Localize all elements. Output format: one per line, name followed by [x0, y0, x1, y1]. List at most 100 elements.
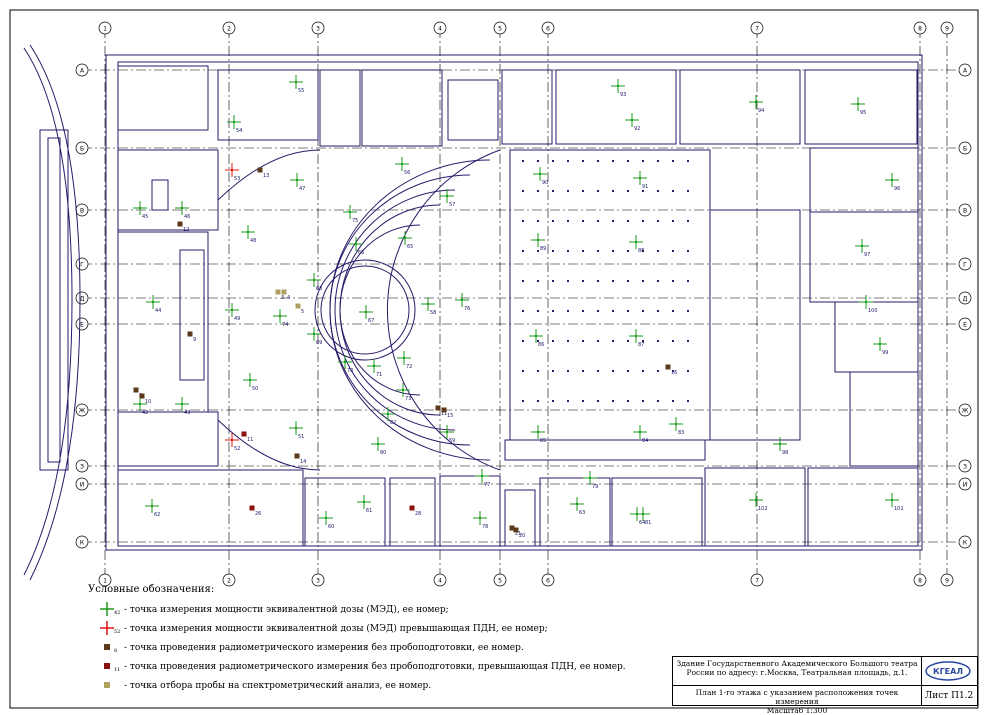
point-number: 96 [894, 186, 900, 192]
stage-dot [672, 340, 674, 342]
legend-item-text: - точка отбора пробы на спектрометрическ… [124, 681, 432, 691]
med-point: 87 [629, 329, 644, 348]
med-point: 92 [625, 113, 640, 132]
svg-text:З: З [963, 464, 967, 471]
legend-item-text: - точка измерения мощности эквивалентной… [124, 605, 449, 615]
axis-bubble-bottom: 8 [913, 573, 927, 587]
svg-text:А: А [80, 68, 85, 75]
axis-bubble-left: Г [75, 257, 89, 271]
stage-dot [567, 220, 569, 222]
stage-column-marks [522, 160, 689, 402]
sheet-frame [9, 9, 979, 709]
med-point: 46 [175, 201, 190, 220]
point-number: 79 [592, 484, 598, 490]
stage-dot [552, 190, 554, 192]
point-number: 92 [634, 126, 640, 132]
legend: Условные обозначения: 42 - точка измерен… [88, 584, 648, 696]
stage-dot [537, 190, 539, 192]
stage-dot [642, 310, 644, 312]
stage-dot [642, 280, 644, 282]
med-point: 51 [289, 421, 304, 440]
svg-text:Д: Д [963, 296, 968, 303]
stage-dot [597, 190, 599, 192]
axis-bubble-top: 5 [493, 21, 507, 35]
svg-text:9: 9 [945, 26, 949, 33]
legend-sample-number: 52 [114, 629, 121, 635]
stage-dot [687, 280, 689, 282]
svg-text:5: 5 [498, 578, 502, 585]
med-point: 67 [359, 305, 374, 324]
radiometric-point: 16 [665, 364, 677, 376]
axis-bubble-top: 6 [541, 21, 555, 35]
point-number: 75 [352, 218, 358, 224]
stage-dot [597, 370, 599, 372]
med-point: 45 [133, 201, 148, 220]
stage-dot [522, 400, 524, 402]
sample-square-icon [104, 682, 110, 688]
svg-text:К: К [963, 540, 968, 547]
axis-bubble-right: И [958, 477, 972, 491]
svg-text:2: 2 [227, 578, 231, 585]
axis-bubble-left: З [75, 459, 89, 473]
stage-dot [537, 280, 539, 282]
stage-dot [657, 310, 659, 312]
stage-dot [522, 310, 524, 312]
svg-text:Б: Б [80, 146, 84, 153]
stage-dot [567, 250, 569, 252]
med-point: 77 [475, 469, 490, 488]
legend-sample-number: 8 [114, 648, 118, 654]
radiometric-over-point: 26 [249, 505, 261, 517]
stage-dot [642, 190, 644, 192]
stage-dot [627, 190, 629, 192]
stage-dot [522, 280, 524, 282]
point-number: 5 [301, 309, 304, 315]
drawing-title: План 1-го этажа с указанием расположения… [695, 688, 899, 706]
point-number: 101 [894, 506, 904, 512]
radiometric-point: 9 [187, 331, 196, 343]
legend-item-radiometric-over: 11 - точка проведения радиометрического … [88, 658, 648, 677]
med-point: 49 [225, 303, 240, 322]
axis-bubble-right: Г [958, 257, 972, 271]
stage-dot [657, 250, 659, 252]
stage-dot [642, 340, 644, 342]
med-point: 84 [633, 425, 648, 444]
svg-text:9: 9 [945, 578, 949, 585]
axis-bubble-bottom: 5 [493, 573, 507, 587]
svg-text:5: 5 [498, 26, 502, 33]
med-point: 60 [319, 511, 334, 530]
svg-text:8: 8 [918, 578, 922, 585]
stage-dot [687, 400, 689, 402]
stage-dot [537, 160, 539, 162]
axis-bubble-right: Е [958, 317, 972, 331]
med-point: 56 [395, 157, 410, 176]
legend-item-med-over: 52 - точка измерения мощности эквивалент… [88, 620, 648, 639]
axis-bubble-top: 7 [750, 21, 764, 35]
logo-text: КГЕАЛ [933, 667, 963, 676]
stage-dot [567, 190, 569, 192]
stage-dot [522, 370, 524, 372]
med-point: 91 [633, 171, 648, 190]
radiometric-point: 20 [513, 527, 525, 539]
med-point: 90 [533, 167, 548, 186]
med-point: 73 [396, 383, 411, 402]
axis-bubble-top: 9 [940, 21, 954, 35]
point-number: 50 [252, 386, 258, 392]
drawing-scale: Масштаб 1:300 [766, 706, 828, 715]
point-number: 46 [184, 214, 190, 220]
med-point: 57 [440, 189, 455, 208]
building-address: России по адресу: г.Москва, Театральная … [686, 668, 908, 677]
svg-text:Г: Г [963, 262, 967, 269]
point-number: 52 [234, 446, 240, 452]
med-point: 71 [367, 359, 382, 378]
point-number: 11 [441, 411, 447, 417]
point-number: 14 [300, 459, 306, 465]
axis-bubble-top: 4 [433, 21, 447, 35]
stage-dot [657, 340, 659, 342]
point-number: 49 [234, 316, 240, 322]
stage-dot [612, 250, 614, 252]
stage-dot [552, 340, 554, 342]
med-point: 88 [629, 235, 644, 254]
point-number: 83 [678, 430, 684, 436]
point-number: 102 [758, 506, 768, 512]
